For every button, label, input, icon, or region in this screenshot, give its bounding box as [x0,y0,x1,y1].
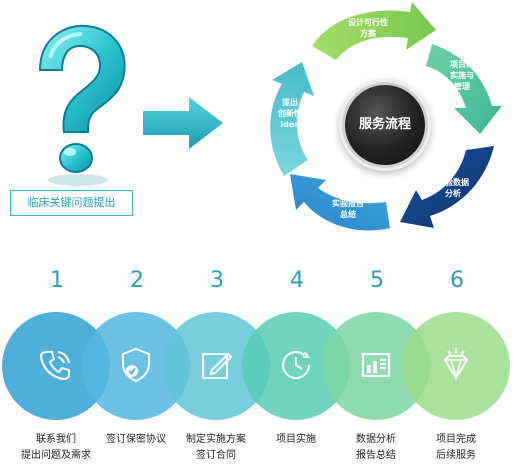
edit-icon [202,352,233,379]
center-service-process: 服务流程 [345,85,425,165]
question-mark-graphic [38,24,126,186]
step-number: 1 [50,268,64,293]
process-cycle-diagram [270,2,502,231]
step-number: 5 [370,268,384,293]
step-number: 2 [130,268,144,293]
step-label-3: 制定实施方案签订合同 [186,434,246,461]
clock-icon [282,351,310,379]
step-label-4: 项目实施 [276,434,316,445]
step-circle-6 [402,312,510,420]
shield-check-icon [122,347,150,383]
diamond-icon [443,348,469,381]
stage-report: 实验报告总结 [332,199,364,219]
phone-icon [39,351,70,381]
question-caption: 临床关键问题提出 [10,190,133,216]
cycle-arrow-design [312,2,436,60]
step-label-5: 数据分析报告总结 [356,434,396,461]
cycle-arrow-idea [270,62,314,176]
stage-implementation: 项目的实施与管理 [450,60,474,91]
report-icon [362,353,390,377]
right-arrow-icon [143,97,223,149]
step-label-6: 项目完成后续服务 [436,434,476,461]
step-number: 4 [290,268,304,293]
step-label-1: 联系我们提出问题及需求 [21,434,91,461]
cycle-arrow-implementation [426,44,502,134]
step-label-2: 签订保密协议 [106,434,166,445]
stage-design: 设计可行性方案 [348,18,388,38]
step-number: 3 [210,268,224,293]
step-number: 6 [450,268,464,293]
cycle-arrow-data-analysis [400,146,494,228]
cycle-arrow-report [290,174,390,231]
stage-data-analysis: 实验数据分析 [437,178,469,198]
